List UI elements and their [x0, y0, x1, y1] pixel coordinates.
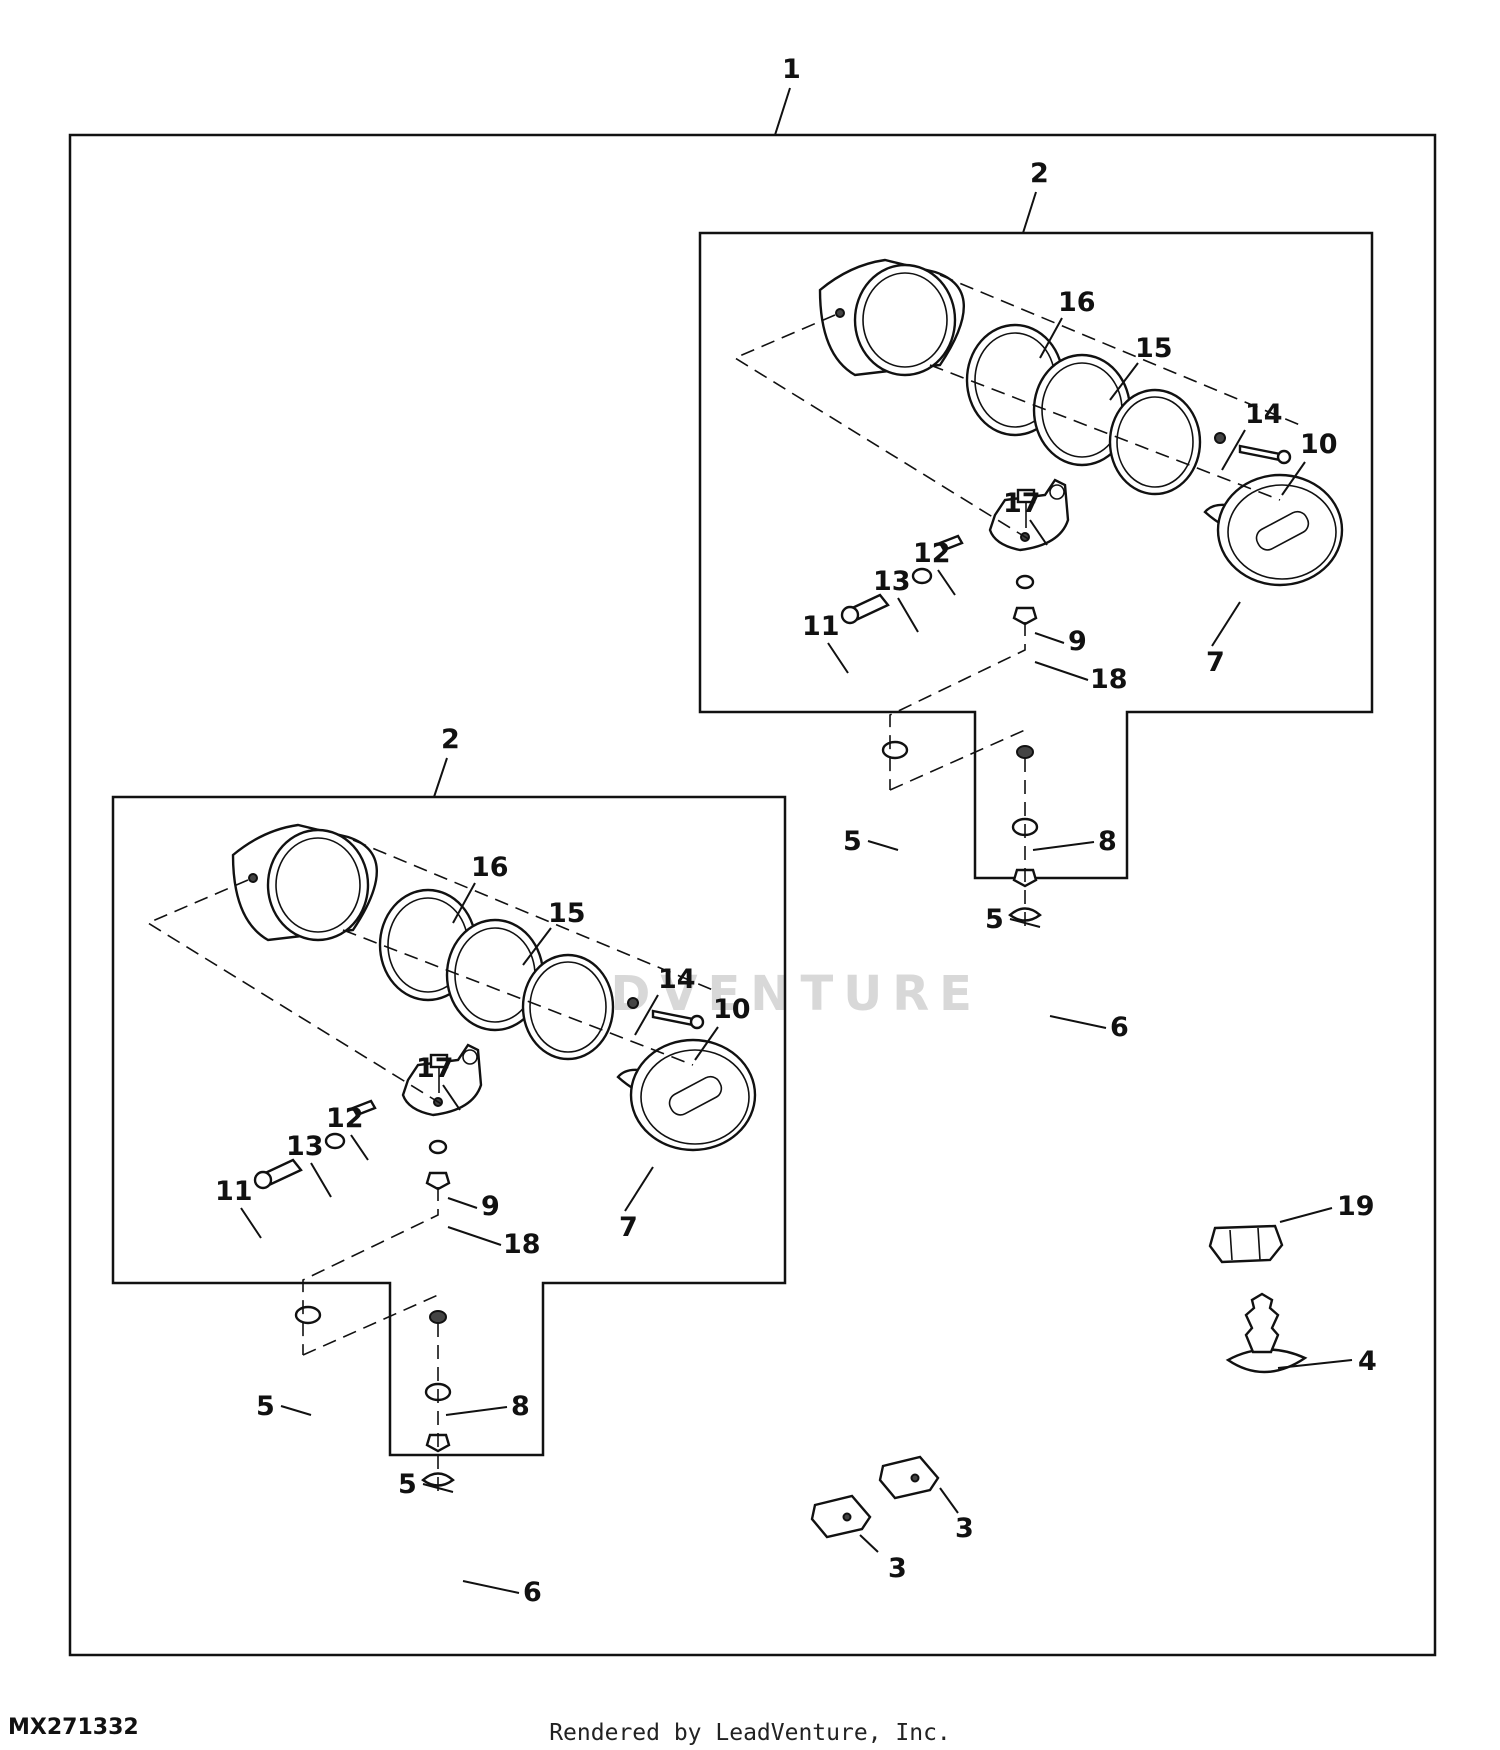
- subassembly-frame-lower: [111, 795, 787, 1457]
- callout-17-upper: 17: [1003, 488, 1041, 519]
- callout-2-upper: 2: [1030, 158, 1049, 189]
- callout-16-upper: 16: [1058, 287, 1096, 318]
- callout-3-upper: 3: [955, 1513, 974, 1544]
- callout-12-lower: 12: [326, 1103, 364, 1134]
- light-assembly-lower: [146, 823, 757, 1497]
- callout-18-lower: 18: [503, 1229, 541, 1260]
- callout-5-upper-a: 5: [843, 826, 862, 857]
- push-rivet: [1225, 1292, 1308, 1374]
- callout-5-lower-a: 5: [256, 1391, 275, 1422]
- clip-upper: [878, 1455, 940, 1500]
- callout-13-lower: 13: [286, 1131, 324, 1162]
- subassembly-frame-upper: [698, 231, 1374, 880]
- callout-9-lower: 9: [481, 1191, 500, 1222]
- callout-3-lower: 3: [888, 1553, 907, 1584]
- callout-12-upper: 12: [913, 538, 951, 569]
- figure-id: MX271332: [8, 1715, 139, 1740]
- callout-7-lower: 7: [619, 1212, 638, 1243]
- callout-14-lower: 14: [658, 964, 696, 995]
- callout-4: 4: [1358, 1346, 1377, 1377]
- callout-13-upper: 13: [873, 566, 911, 597]
- callout-17-lower: 17: [416, 1053, 454, 1084]
- callout-14-upper: 14: [1245, 399, 1283, 430]
- callout-10-upper: 10: [1300, 429, 1338, 460]
- callout-15-lower: 15: [548, 898, 586, 929]
- callout-10-lower: 10: [713, 994, 751, 1025]
- callout-2-lower: 2: [441, 724, 460, 755]
- callout-16-lower: 16: [471, 852, 509, 883]
- callout-6-upper: 6: [1110, 1012, 1129, 1043]
- flange-nut: [1208, 1224, 1284, 1264]
- callout-9-upper: 9: [1068, 626, 1087, 657]
- callout-18-upper: 18: [1090, 664, 1128, 695]
- callout-8-upper: 8: [1098, 826, 1117, 857]
- callout-6-lower: 6: [523, 1577, 542, 1608]
- callout-19: 19: [1337, 1191, 1375, 1222]
- callout-5-upper-b: 5: [985, 904, 1004, 935]
- rendered-by-footer: Rendered by LeadVenture, Inc.: [549, 1720, 951, 1746]
- assembly-frame-1: [68, 133, 1437, 1657]
- callout-8-lower: 8: [511, 1391, 530, 1422]
- light-assembly-upper: [733, 258, 1344, 932]
- clip-lower: [810, 1494, 872, 1539]
- callout-7-upper: 7: [1206, 647, 1225, 678]
- callout-1: 1: [782, 54, 801, 85]
- callout-11-lower: 11: [215, 1176, 253, 1207]
- callout-15-upper: 15: [1135, 333, 1173, 364]
- callout-5-lower-b: 5: [398, 1469, 417, 1500]
- callout-11-upper: 11: [802, 611, 840, 642]
